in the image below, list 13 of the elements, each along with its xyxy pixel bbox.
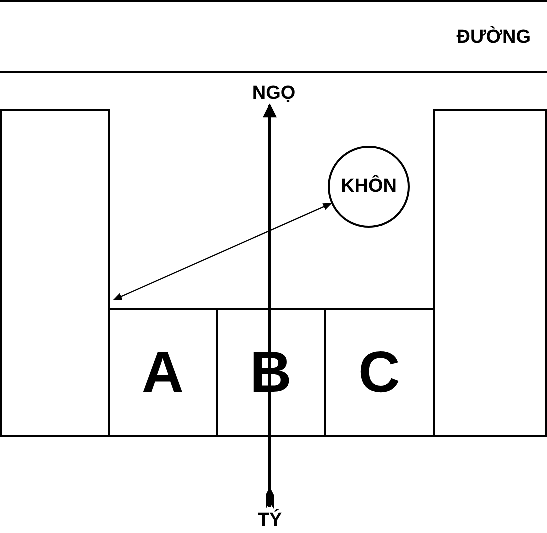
room-letter: C	[358, 344, 400, 402]
direction-label: TÝ	[258, 510, 282, 530]
room-letter: A	[142, 344, 184, 402]
building-box	[433, 109, 547, 437]
arrow	[113, 203, 332, 301]
road-label: ĐƯỜNG	[456, 25, 531, 50]
road-band	[0, 0, 547, 73]
direction-label: KHÔN	[341, 174, 397, 199]
room-box	[108, 308, 218, 437]
room-box	[324, 308, 435, 437]
direction-label: NGỌ	[252, 84, 296, 102]
building-box	[0, 109, 110, 437]
arrow	[263, 104, 277, 308]
